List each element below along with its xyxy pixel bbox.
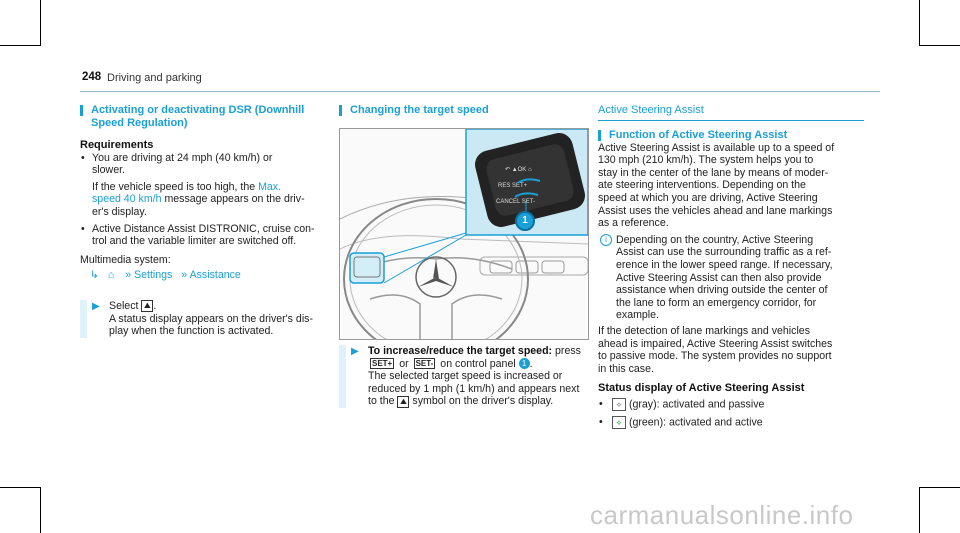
page-number: 248 [82, 71, 102, 83]
crop-mark [919, 487, 960, 488]
max-speed-message-value: speed 40 km/h [92, 193, 162, 206]
crop-mark [919, 487, 920, 533]
steering-wheel-drawing: ↶ ▲OK ⌂ RES SET+ CANCEL SET- [340, 129, 588, 339]
return-arrow-icon: ↳ [90, 269, 99, 282]
set-plus-icon: SET+ [370, 358, 395, 370]
chevron-icon: » [125, 269, 132, 282]
right-column: Active Steering Assist Function of Activ… [598, 100, 864, 429]
callout-badge: 1 [515, 211, 535, 231]
target-speed-heading: Changing the target speed [339, 104, 589, 117]
status-item: • ⟡ (green): activated and active [599, 415, 763, 429]
chevron-icon: » [181, 269, 188, 282]
crop-mark [0, 487, 41, 488]
middle-column: Changing the target speed [339, 100, 589, 117]
active-steering-section-title: Active Steering Assist [598, 104, 864, 121]
function-paragraph: Active Steering Assist is available up t… [598, 141, 835, 230]
step-arrow-icon: ▶ [351, 346, 359, 357]
svg-text:↶ ▲OK ⌂: ↶ ▲OK ⌂ [505, 166, 532, 173]
dsr-symbol-icon: ⛰ [397, 395, 410, 408]
info-note: i Depending on the country, Active Steer… [598, 233, 864, 322]
middle-step: ▶ To increase/reduce the target speed: p… [339, 345, 589, 408]
set-minus-icon: SET- [413, 358, 436, 370]
steering-assist-green-icon: ⟡ [612, 415, 626, 429]
left-column: Activating or deactivating DSR (Downhill… [80, 100, 330, 338]
requirements-label: Requirements [80, 139, 154, 151]
requirement-item: • You are driving at 24 mph (40 km/h) or… [81, 151, 305, 218]
status-item: • ⟡ (gray): activated and passive [599, 397, 765, 411]
multimedia-label: Multimedia system: [80, 253, 171, 266]
crop-mark [0, 45, 41, 46]
status-display-heading: Status display of Active Steering Assist [598, 382, 805, 395]
steering-assist-gray-icon: ⟡ [612, 397, 626, 411]
passive-mode-paragraph: If the detection of lane markings and ve… [598, 324, 833, 375]
menu-settings: Settings [134, 269, 173, 282]
crop-mark [919, 45, 960, 46]
max-speed-message: Max. [258, 180, 282, 193]
instruction-step: ▶ Select ⛰. A status display appears on … [80, 299, 330, 338]
menu-assistance: Assistance [189, 269, 241, 282]
info-icon: i [600, 233, 612, 246]
page-header: 248 Driving and parking [80, 69, 880, 92]
watermark: carmanualsonline.info [590, 500, 854, 530]
control-panel-marker: 1 [518, 358, 530, 370]
crop-mark [40, 487, 41, 533]
function-heading: Function of Active Steering Assist [598, 129, 864, 142]
svg-text:RES SET+: RES SET+ [498, 183, 528, 189]
crop-mark [919, 0, 920, 45]
home-icon: ⌂ [107, 269, 115, 282]
svg-text:CANCEL SET-: CANCEL SET- [496, 199, 535, 205]
requirement-item: • Active Distance Assist DISTRONIC, crui… [81, 222, 315, 248]
step-arrow-icon: ▶ [92, 300, 100, 312]
menu-path: ↳ ⌂ » Settings » Assistance [80, 269, 330, 282]
dsr-symbol-icon: ⛰ [141, 300, 154, 313]
section-title: Driving and parking [107, 72, 202, 84]
steering-wheel-illustration: ↶ ▲OK ⌂ RES SET+ CANCEL SET- 1 [339, 128, 589, 340]
dsr-heading: Activating or deactivating DSR (Downhill… [80, 104, 330, 130]
crop-mark [40, 0, 41, 45]
